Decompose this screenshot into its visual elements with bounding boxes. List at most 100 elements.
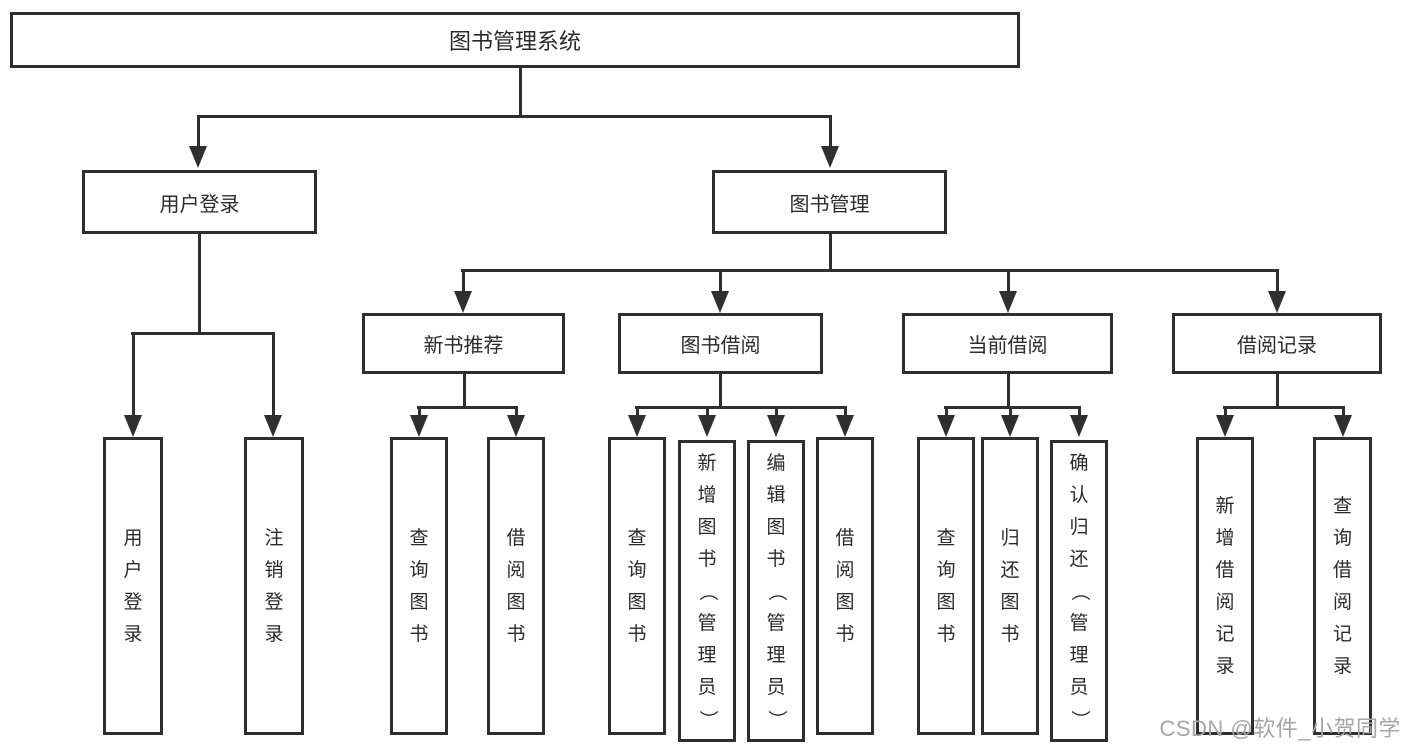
connector-vline — [1276, 269, 1279, 293]
vertical-char: 确 — [1069, 452, 1089, 474]
leaf-borrow-add-books-admin: 新增图书（管理员） — [678, 440, 736, 742]
vertical-char: 增 — [697, 484, 717, 506]
node-book-management: 图书管理 — [712, 170, 947, 234]
vertical-char: 管 — [697, 612, 717, 634]
node-borrow-records-label: 借阅记录 — [1237, 335, 1317, 357]
connector-vline — [197, 115, 200, 150]
vertical-char: 查 — [627, 527, 647, 549]
connector-vline — [418, 406, 421, 418]
vertical-char: 录 — [264, 623, 284, 645]
vertical-char: 员 — [1069, 676, 1089, 698]
leaf-borrow-add-books-admin-label: 新增图书（管理员） — [696, 452, 718, 729]
vertical-char: 书 — [1000, 623, 1020, 645]
node-book-borrow-label: 图书借阅 — [680, 335, 761, 357]
leaf-borrow-query-books-label: 查询图书 — [628, 529, 647, 644]
vertical-char: 书 — [627, 623, 647, 645]
arrowhead-down-icon — [410, 415, 428, 437]
node-new-book-recommend-label: 新书推荐 — [423, 335, 504, 357]
connector-vline — [706, 406, 709, 418]
vertical-char: 增 — [1215, 527, 1235, 549]
vertical-char: 询 — [627, 559, 647, 581]
vertical-char: 员 — [766, 676, 786, 698]
arrowhead-down-icon — [124, 415, 142, 437]
vertical-char: ） — [696, 709, 718, 729]
node-borrow-records: 借阅记录 — [1172, 313, 1382, 374]
leaf-borrow-borrow-books: 借阅图书 — [816, 437, 874, 735]
connector-vline — [463, 372, 466, 408]
connector-vline — [1007, 372, 1010, 408]
vertical-char: 记 — [1215, 623, 1235, 645]
arrowhead-down-icon — [767, 415, 785, 437]
node-book-management-label: 图书管理 — [789, 193, 870, 216]
vertical-char: （ — [696, 581, 718, 601]
leaf-borrow-edit-books-admin: 编辑图书（管理员） — [747, 440, 805, 742]
connector-hline — [1223, 406, 1345, 409]
vertical-char: 归 — [1000, 527, 1020, 549]
leaf-records-query-record: 查询借阅记录 — [1313, 437, 1372, 735]
arrowhead-down-icon — [1070, 415, 1088, 437]
vertical-char: 还 — [1069, 548, 1089, 570]
connector-hline — [131, 332, 275, 335]
vertical-char: 询 — [1333, 527, 1353, 549]
vertical-char: 图 — [697, 516, 717, 538]
vertical-char: 理 — [1069, 644, 1089, 666]
vertical-char: 书 — [409, 623, 429, 645]
vertical-char: 询 — [409, 559, 429, 581]
arrowhead-down-icon — [264, 415, 282, 437]
leaf-recommend-query-books: 查询图书 — [390, 437, 448, 735]
vertical-char: 理 — [766, 644, 786, 666]
vertical-char: 借 — [506, 527, 526, 549]
connector-vline — [775, 406, 778, 418]
vertical-char: 书 — [835, 623, 855, 645]
vertical-char: 新 — [1215, 495, 1235, 517]
vertical-char: 图 — [627, 591, 647, 613]
watermark: CSDN @软件_小贺同学 — [1159, 716, 1401, 741]
vertical-char: 书 — [697, 548, 717, 570]
vertical-char: 阅 — [1333, 591, 1353, 613]
vertical-char: 还 — [1000, 559, 1020, 581]
vertical-char: 阅 — [1215, 591, 1235, 613]
leaf-logout-label: 注销登录 — [265, 529, 284, 644]
connector-vline — [1276, 372, 1279, 408]
vertical-char: 阅 — [835, 559, 855, 581]
connector-vline — [945, 406, 948, 418]
leaf-user-login-label: 用户登录 — [124, 529, 143, 644]
vertical-char: 员 — [697, 676, 717, 698]
vertical-char: 认 — [1069, 484, 1089, 506]
arrowhead-down-icon — [698, 415, 716, 437]
arrowhead-down-icon — [454, 291, 472, 313]
connector-hline — [944, 406, 1081, 409]
node-current-borrow: 当前借阅 — [902, 313, 1113, 374]
vertical-char: 图 — [936, 591, 956, 613]
vertical-char: 辑 — [766, 484, 786, 506]
connector-vline — [719, 269, 722, 293]
vertical-char: 记 — [1333, 623, 1353, 645]
connector-vline — [636, 406, 639, 418]
vertical-char: 新 — [697, 452, 717, 474]
connector-vline — [462, 269, 465, 293]
node-book-borrow: 图书借阅 — [618, 313, 823, 374]
leaf-recommend-borrow-books-label: 借阅图书 — [507, 529, 526, 644]
arrowhead-down-icon — [1268, 291, 1286, 313]
leaf-current-confirm-return-admin-label: 确认归还（管理员） — [1069, 452, 1090, 729]
node-current-borrow-label: 当前借阅 — [967, 335, 1048, 357]
vertical-char: 借 — [835, 527, 855, 549]
vertical-char: 登 — [123, 591, 143, 613]
vertical-char: 询 — [936, 559, 956, 581]
connector-vline — [198, 234, 201, 334]
connector-vline — [1009, 406, 1012, 418]
vertical-char: 管 — [1069, 612, 1089, 634]
arrowhead-down-icon — [999, 291, 1017, 313]
leaf-records-add-record: 新增借阅记录 — [1196, 437, 1254, 735]
node-user-login: 用户登录 — [82, 170, 317, 234]
arrowhead-down-icon — [1334, 415, 1352, 437]
leaf-recommend-query-books-label: 查询图书 — [410, 529, 429, 644]
leaf-borrow-edit-books-admin-label: 编辑图书（管理员） — [766, 454, 787, 729]
connector-hline — [635, 406, 847, 409]
node-user-login-label: 用户登录 — [159, 193, 240, 216]
connector-vline — [132, 332, 135, 417]
connector-vline — [519, 66, 522, 117]
vertical-char: 查 — [936, 527, 956, 549]
vertical-char: 图 — [409, 591, 429, 613]
connector-vline — [719, 372, 722, 408]
